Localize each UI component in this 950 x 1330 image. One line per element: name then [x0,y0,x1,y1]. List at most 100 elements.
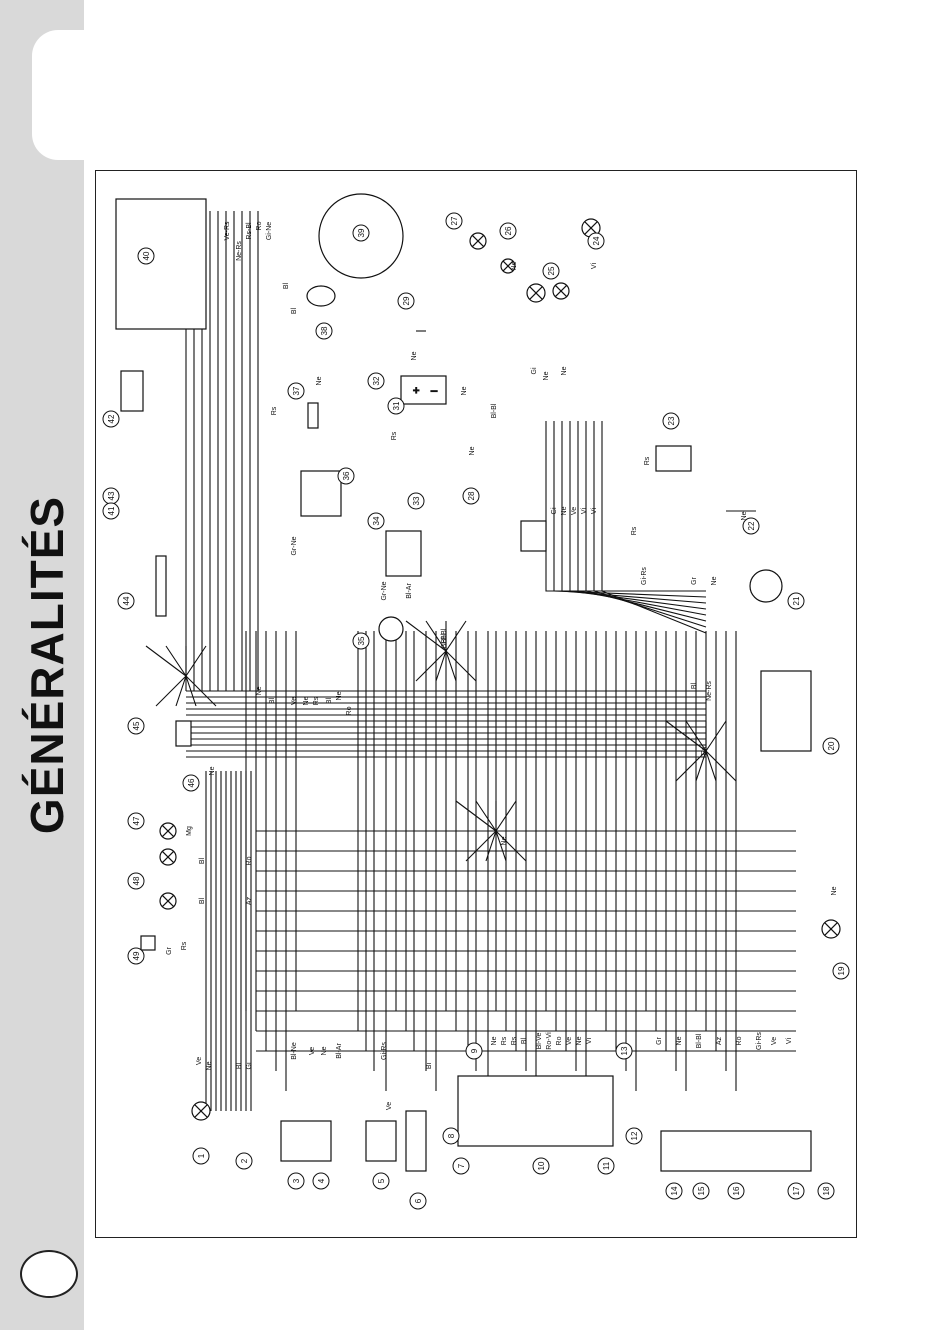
wire-label: Rs [501,1036,508,1045]
wire-label: Gi-Rs [756,1032,763,1050]
callout-number: 38 [320,326,329,335]
callout-number: 3 [292,1178,301,1183]
wire [665,720,707,752]
wire-label: Ne [411,351,418,360]
wire-label: Bl [236,1062,243,1069]
callout-circle [235,1152,253,1170]
lamp-cross [502,260,514,272]
callout-number: 12 [630,1131,639,1140]
wire [165,645,187,677]
wire [435,650,447,682]
wire-label: Bi-Bl [441,633,448,648]
wire-label: Gr [691,576,698,584]
callout-circle [192,1147,210,1165]
tab-notch [32,30,84,160]
wire [495,800,517,832]
wire-label: Bl-Ar [336,1043,343,1059]
component-20-block [760,670,812,752]
wire-label: Ne [741,511,748,520]
wire [455,800,497,832]
lamp-cross [554,284,568,298]
wire [475,800,497,832]
wire-label: Bl [199,897,206,904]
callout-circle [787,1182,805,1200]
callout-circle [287,1172,305,1190]
wire-label: Ro [346,706,353,715]
callout-circle [817,1182,835,1200]
callout-circle [387,397,405,415]
wire-label: Ne [543,371,550,380]
callout-circle [452,1157,470,1175]
callout-number: 8 [447,1133,456,1138]
callout-circle [542,262,560,280]
callout-number: 26 [504,226,513,235]
wire [405,620,447,652]
callout-circle [742,517,760,535]
component-17-switchgear [660,1130,812,1172]
callout-circle [465,1042,483,1060]
wire-label: Az [246,896,253,905]
callout-number: 37 [292,386,301,395]
wire-label: Rs [631,526,638,535]
wire [695,750,707,782]
wire-label: Ne-Rs [236,241,243,261]
wire-label: Ne [209,766,216,775]
callout-number: 24 [592,236,601,245]
callout-number: 6 [414,1198,423,1203]
wire-label: Gi-Ne [266,222,273,240]
callout-circle [662,412,680,430]
callout-circle [182,774,200,792]
wire [465,830,497,862]
callout-circle [312,1172,330,1190]
wires [145,211,796,1111]
wire-label: Ne [711,576,718,585]
wire-label: Ve [309,1047,316,1055]
wire-label: Ne [303,696,310,705]
wire-label: Gi [246,1062,253,1069]
callout-number: 5 [377,1178,386,1183]
wire-label: Ne [676,1036,683,1045]
wire [185,645,207,677]
wire-label: Bl [521,1037,528,1044]
wire-label: Rs [644,456,651,465]
wire-label: Ne [831,886,838,895]
wire [553,421,707,598]
wire-label: Bl [283,282,290,289]
parts: +– [115,193,841,1172]
callout-number: 33 [412,496,421,505]
wire-label: Az [716,1036,723,1045]
callout-number: 28 [467,491,476,500]
wire-label: Gi-Rs [381,1042,388,1060]
callout-circle [407,492,425,510]
callout-circle [597,1157,615,1175]
wire-label: Ne [511,261,518,270]
callout-number: 36 [342,471,351,480]
wire-label: Bl [691,682,698,689]
wire-label: Gr-Ne [381,581,388,600]
wire-label: Gi [551,507,558,514]
wire-label: Bl [269,697,276,704]
callout-number: 27 [450,216,459,225]
callout-circle [137,247,155,265]
callout-number: 14 [670,1186,679,1195]
lamp-cross [529,286,543,300]
wire-label: Ne [321,1046,328,1055]
wire-label: Ne [461,386,468,395]
component-49-horn [140,935,156,951]
callout-number: 39 [357,228,366,237]
callout-circle [352,632,370,650]
wire-label: Rs [181,941,188,950]
component-40-box [115,198,207,330]
wire-label: Vi [586,1038,593,1045]
callout-circle [787,592,805,610]
wire [705,750,737,782]
callout-circle [352,224,370,242]
callout-circle [832,962,850,980]
battery-minus: – [431,385,438,397]
wire-label: Ne [336,691,343,700]
wire-label: Bl-Bl [491,403,498,418]
callout-number: 23 [667,416,676,425]
lamp-cross [194,1104,208,1118]
wire-label: Gi-Rs [641,567,648,585]
